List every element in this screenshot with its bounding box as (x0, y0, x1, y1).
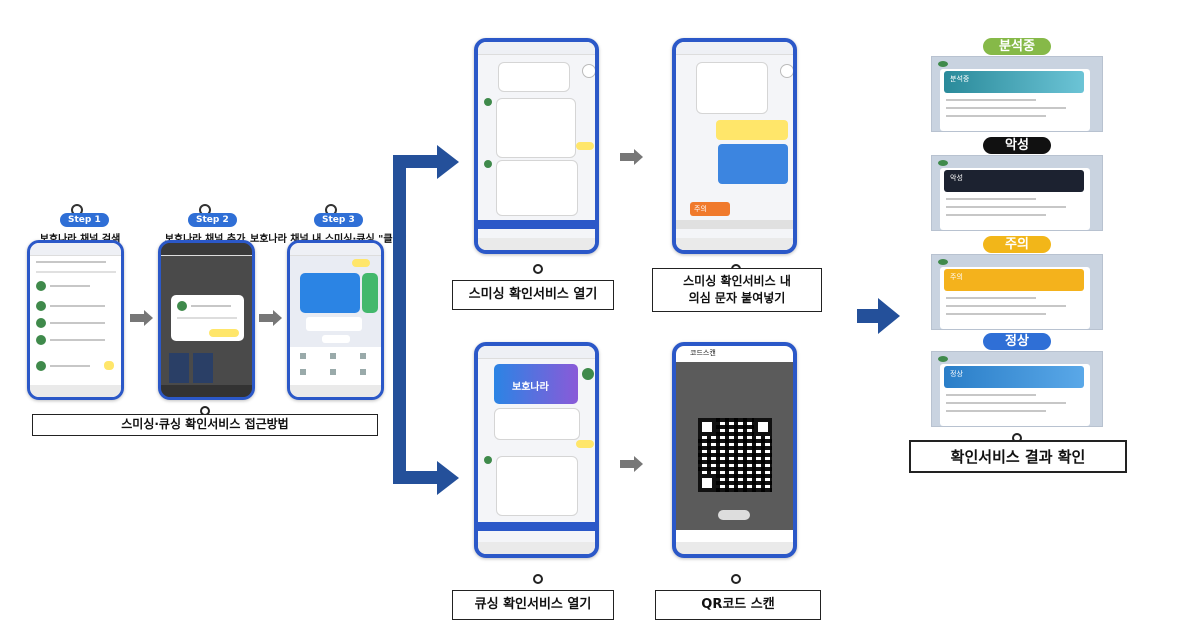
qr-scan-title: 코드스캔 (690, 349, 716, 357)
step-3-title: 보호나라 채널 내 스미싱·큐싱 "클릭" (250, 234, 407, 245)
result-normal-card: 정상 (931, 351, 1103, 427)
branch-arrow-top (393, 155, 439, 168)
result-caution-tag: 주의 (950, 273, 963, 281)
result-normal-tag: 정상 (950, 370, 963, 378)
qr-scan-label: QR코드 스캔 (655, 590, 821, 620)
step-1-badge: Step 1 (60, 213, 109, 227)
smishing-paste-label-line1: 스미싱 확인서비스 내 (683, 274, 791, 288)
qshing-open-phone: 보호나라 (474, 342, 599, 558)
smishing-open-pin (533, 264, 543, 274)
step-1-to-2-arrow-icon (130, 314, 144, 322)
access-method-label: 스미싱·큐싱 확인서비스 접근방법 (32, 414, 378, 436)
results-arrow-stem (857, 309, 879, 323)
qr-scan-phone: 코드스캔 (672, 342, 797, 558)
result-analyzing-pill: 분석중 (983, 38, 1051, 55)
step-2-title: 보호나라 채널 추가 (160, 230, 250, 245)
qshing-step-arrow-icon (620, 460, 634, 468)
qshing-open-label: 큐싱 확인서비스 열기 (452, 590, 614, 620)
step-2-to-3-arrowhead (273, 310, 282, 326)
branch-arrow-bottom (393, 471, 439, 484)
qshing-open-pin (533, 574, 543, 584)
step-3-badge: Step 3 (314, 213, 363, 227)
step-2-badge: Step 2 (188, 213, 237, 227)
qshing-brand-text: 보호나라 (512, 382, 549, 393)
results-arrow-head (878, 298, 900, 334)
step-3-phone (287, 240, 384, 400)
result-analyzing-tag: 분석중 (950, 75, 970, 83)
smishing-paste-phone: 주의 (672, 38, 797, 254)
result-malicious-pill: 악성 (983, 137, 1051, 154)
step-1-to-2-arrowhead (144, 310, 153, 326)
result-malicious-card: 악성 (931, 155, 1103, 231)
step-1-title: 보호나라 채널 검색 (35, 230, 125, 245)
result-normal-pill: 정상 (983, 333, 1051, 350)
smishing-paste-label-line2: 의심 문자 붙여넣기 (688, 291, 786, 305)
step-1-phone (27, 240, 124, 400)
branch-arrow-top-head (437, 145, 459, 179)
step-2-to-3-arrow-icon (259, 314, 273, 322)
smishing-step-arrow-icon (620, 153, 634, 161)
branch-arrow-stem (393, 155, 406, 483)
result-caution-pill: 주의 (983, 236, 1051, 253)
result-caution-card: 주의 (931, 254, 1103, 330)
smishing-step-arrowhead (634, 149, 643, 165)
smishing-paste-caution-tag: 주의 (690, 202, 730, 216)
qshing-brand-banner (494, 364, 578, 404)
step-2-phone (158, 240, 255, 400)
result-malicious-tag: 악성 (950, 174, 963, 182)
results-confirm-label: 확인서비스 결과 확인 (909, 440, 1127, 473)
branch-arrow-bottom-head (437, 461, 459, 495)
smishing-open-label: 스미싱 확인서비스 열기 (452, 280, 614, 310)
qshing-step-arrowhead (634, 456, 643, 472)
qr-scan-pin (731, 574, 741, 584)
smishing-open-phone (474, 38, 599, 254)
result-analyzing-card: 분석중 (931, 56, 1103, 132)
smishing-paste-label: 스미싱 확인서비스 내 의심 문자 붙여넣기 (652, 268, 822, 312)
